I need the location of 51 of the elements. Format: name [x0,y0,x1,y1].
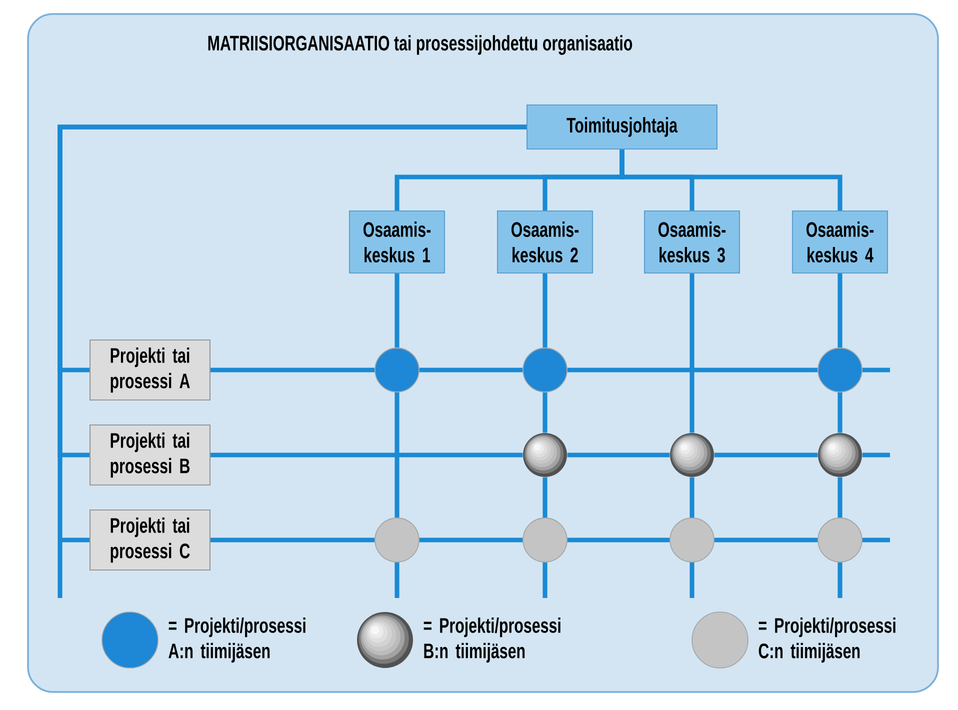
connector-line [394,562,400,598]
project-box: Projekti tai prosessi B [90,424,211,486]
connector-line [567,452,670,458]
connector-line [690,477,694,518]
connector-line [419,368,523,372]
connector-line [838,392,842,433]
member-circle [522,518,568,562]
member-circle [523,433,567,477]
connector-line [862,452,890,458]
legend-text: = Projekti/prosessi B:n tiimijäsen [424,617,560,663]
connector-line [714,538,818,542]
connector-line [58,124,529,600]
unit-box: Osaamis- keskus 2 [496,210,594,274]
connector-line [690,562,694,598]
member-circle [818,433,862,477]
connector-line [690,274,694,433]
connector-line [210,368,375,372]
connector-line [210,538,375,542]
connector-line [567,368,818,372]
member-circle [374,348,420,392]
connector-line [542,562,548,598]
member-circle [522,348,568,392]
ceo-box: Toimitusjohtaja [526,104,718,150]
connector-line [394,392,400,518]
connector-line [542,274,548,348]
member-circle [374,518,420,562]
legend-text: = Projekti/prosessi C:n tiimijäsen [758,617,896,663]
member-circle [818,518,862,562]
legend-text: = Projekti/prosessi A:n tiimijäsen [168,617,306,663]
connector-line [862,368,890,372]
connector-line [714,452,818,458]
connector-line [210,452,523,458]
title: MATRIISIORGANISAATIO tai prosessijohdettu organisaatio [208,35,632,55]
connector-line [567,538,670,542]
connector-line [394,274,400,348]
unit-box: Osaamis- keskus 1 [348,210,446,274]
project-box: Projekti tai prosessi A [90,339,211,401]
connector-line [862,538,890,542]
connector-line [620,150,842,210]
project-box: Projekti tai prosessi C [90,509,211,571]
member-circle [670,433,714,477]
unit-box: Osaamis- keskus 3 [644,210,740,274]
connector-line [838,274,842,348]
member-circle [670,518,714,562]
connector-line [419,538,523,542]
connector-line [542,477,548,518]
unit-box: Osaamis- keskus 4 [792,210,888,274]
connector-line [838,562,842,598]
member-circle [818,348,862,392]
connector-line [542,392,548,433]
connector-line [838,477,842,518]
